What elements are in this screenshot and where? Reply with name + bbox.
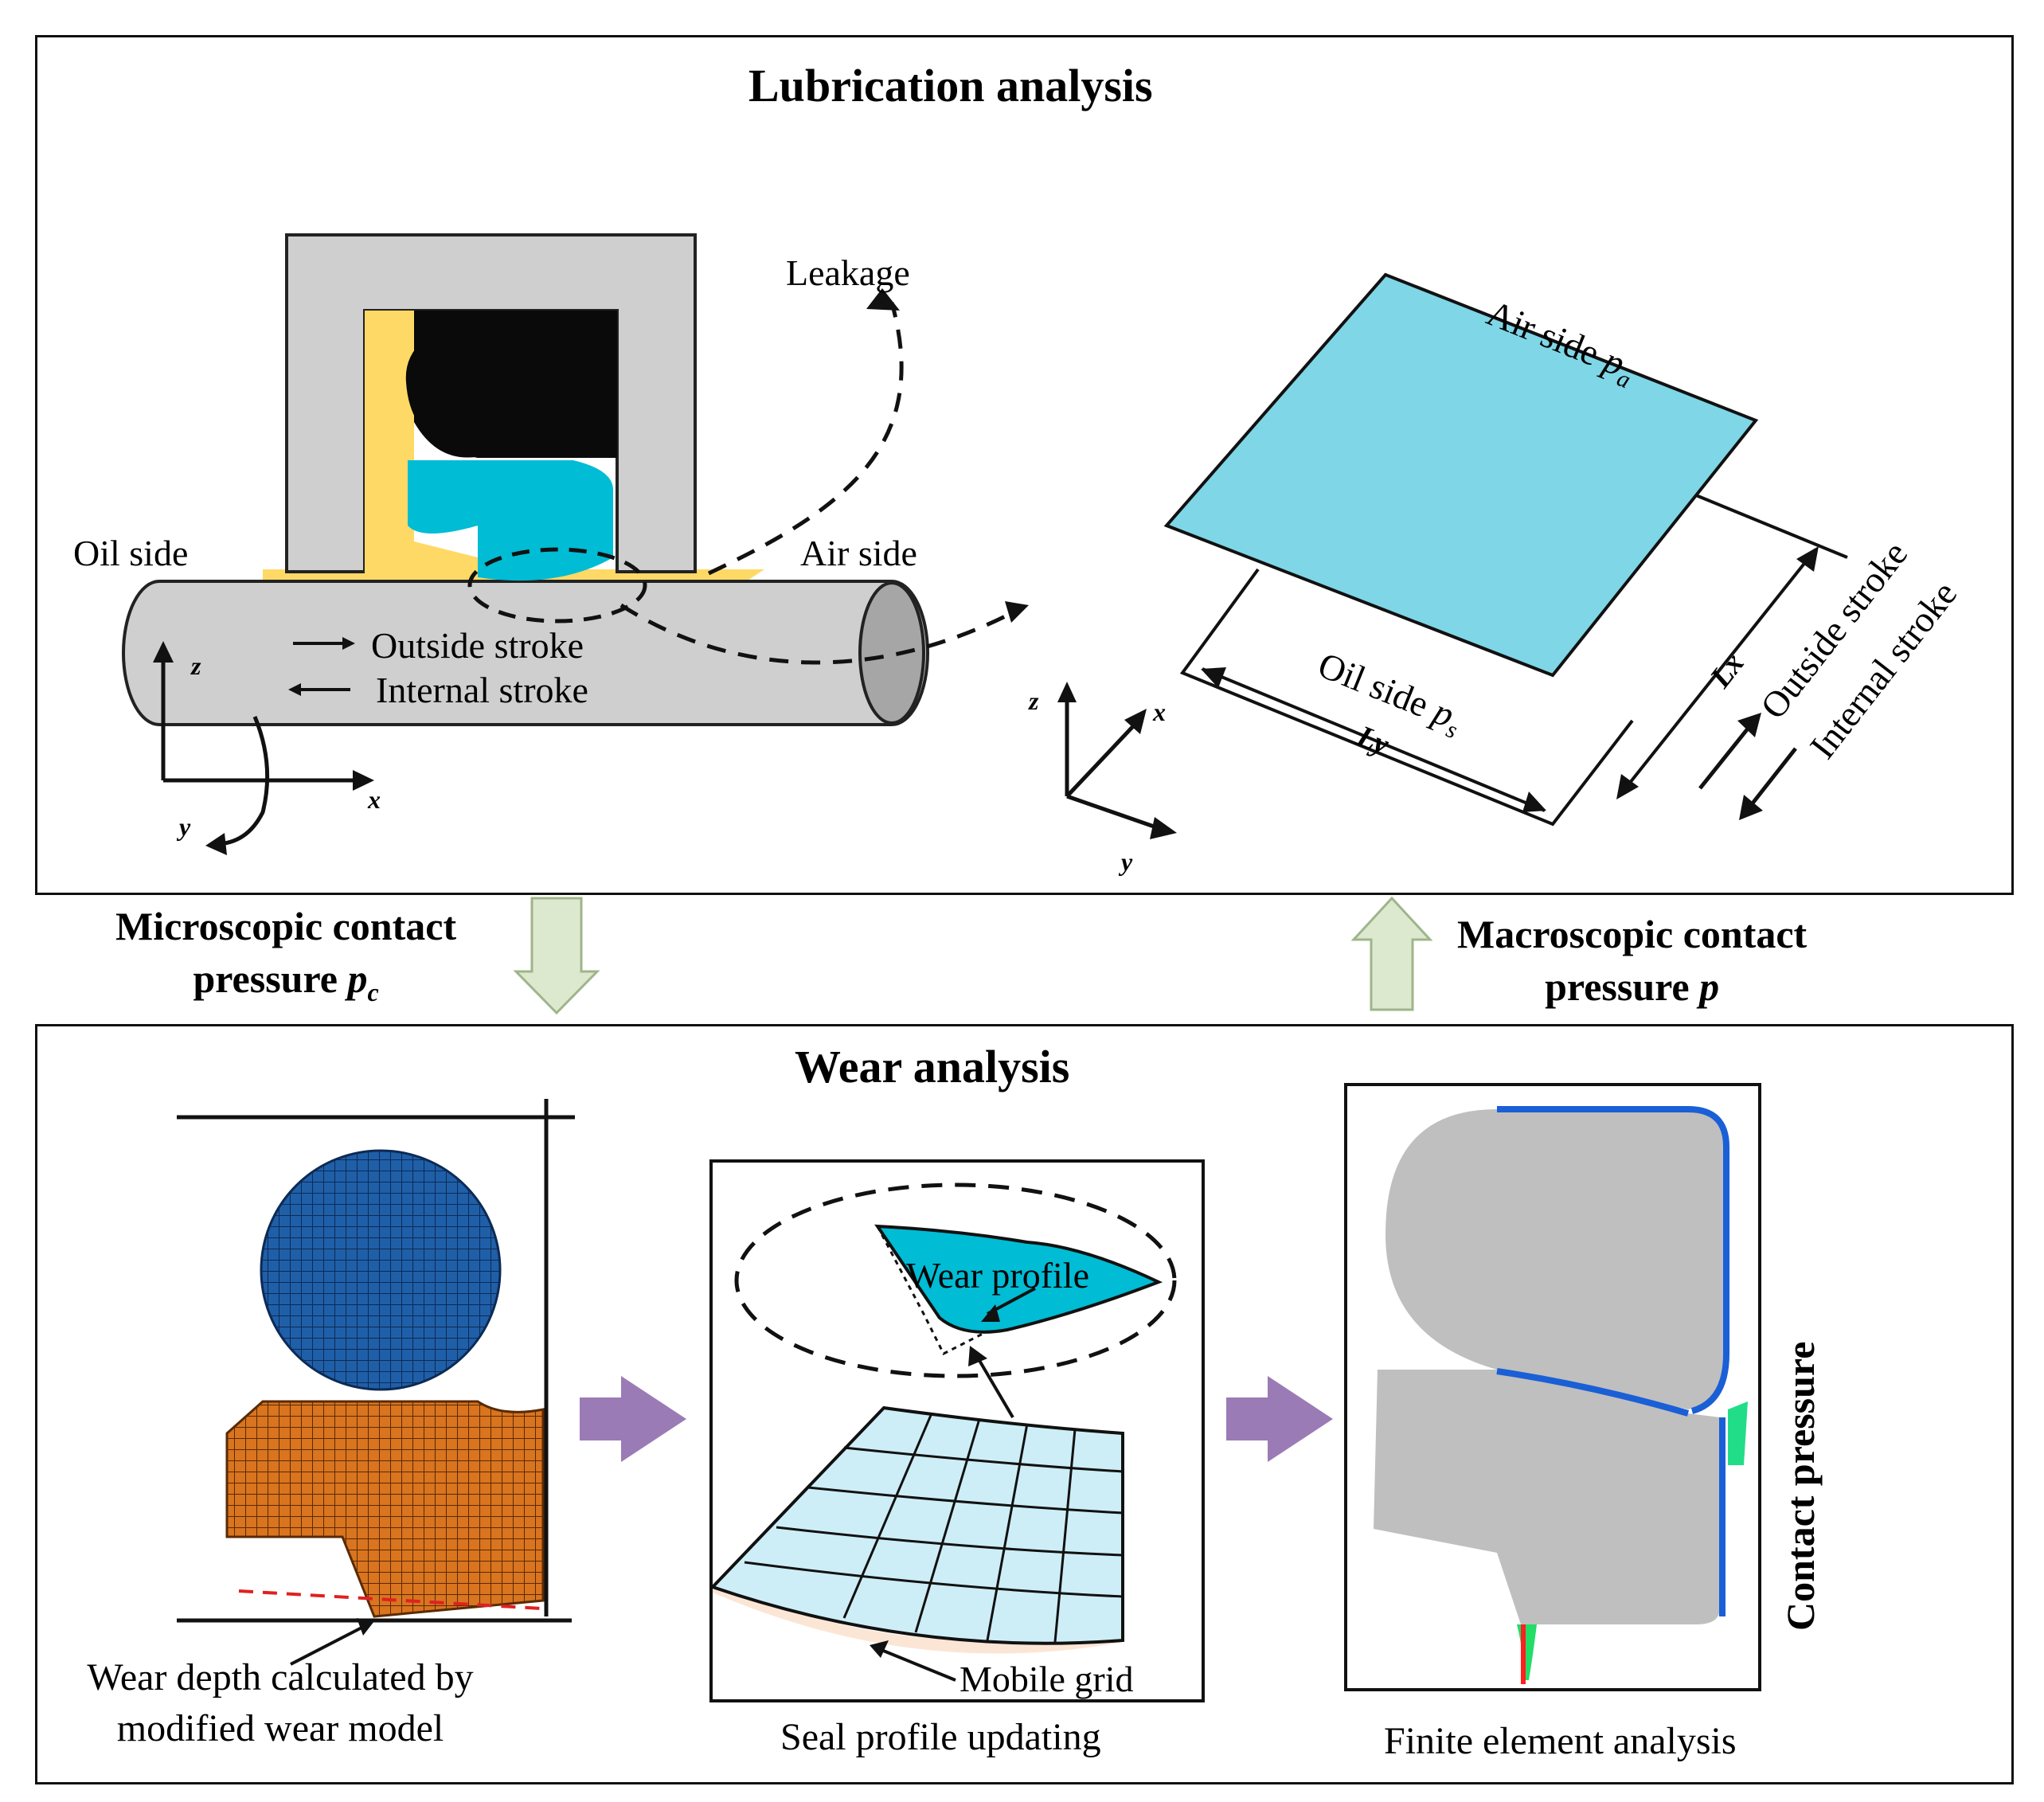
wear-line xyxy=(238,1589,542,1610)
seal-lip-mesh xyxy=(225,1400,545,1618)
leakage-arrowhead xyxy=(866,288,900,311)
lubrication-title: Lubrication analysis xyxy=(748,60,1153,111)
flow-path-right xyxy=(619,603,1021,665)
axis-y-label-right: y xyxy=(1121,847,1133,876)
axis-z-label-right: z xyxy=(1029,686,1039,715)
cyan-lip xyxy=(408,460,613,581)
mobile-grid-shadow xyxy=(713,1585,1123,1654)
leakage-label: Leakage xyxy=(786,252,910,293)
internal-stroke-arrow-right xyxy=(1750,747,1797,806)
contact-zone-ellipse xyxy=(467,547,647,623)
down-arrow-micro xyxy=(513,897,600,1015)
film-outline-lower xyxy=(1179,568,1634,827)
wear-profile-ellipse xyxy=(734,1182,1177,1378)
up-arrow-macro xyxy=(1350,896,1433,1011)
internal-stroke-label: Internal stroke xyxy=(376,670,588,710)
contact-pressure-label: Contact pressure xyxy=(1778,1341,1823,1631)
film-plane xyxy=(1163,272,1759,678)
o-ring-rounded xyxy=(405,315,617,458)
outside-stroke-arrow-right xyxy=(1698,727,1749,790)
fea-caption: Finite element analysis xyxy=(1384,1720,1737,1762)
wear-depth-pointer xyxy=(290,1623,369,1666)
axis-x-label-right: x xyxy=(1153,698,1166,726)
wear-depth-caption: Wear depth calculated by modified wear m… xyxy=(87,1656,474,1749)
mobile-grid-label: Mobile grid xyxy=(959,1659,1134,1699)
axis-y-label-left: y xyxy=(179,812,191,841)
rod-end-face xyxy=(858,581,925,725)
wear-profile-shape xyxy=(874,1224,1163,1334)
seal-profile-caption: Seal profile updating xyxy=(780,1716,1101,1758)
microscopic-pressure-label: Microscopic contact pressure pc xyxy=(115,904,457,1007)
air-side-label: Air side xyxy=(800,533,917,573)
process-arrow-2 xyxy=(1226,1376,1333,1462)
fea-oring xyxy=(1385,1109,1724,1409)
ly-dimension xyxy=(1202,667,1546,812)
seal-body xyxy=(365,311,478,573)
axis-y-right xyxy=(1066,794,1159,831)
o-ring-mesh xyxy=(260,1149,502,1391)
wear-title: Wear analysis xyxy=(795,1041,1070,1093)
axis-z-label-left: z xyxy=(191,651,201,680)
flow-arrowhead-right xyxy=(1005,601,1029,623)
axis-x-right xyxy=(1065,723,1136,798)
axis-x-label-left: x xyxy=(368,785,381,814)
wear-profile-label: Wear profile xyxy=(906,1255,1089,1296)
lx-dimension xyxy=(1619,548,1817,796)
macroscopic-pressure-label: Macroscopic contact pressure p xyxy=(1457,912,1808,1009)
process-arrow-1 xyxy=(580,1376,686,1462)
rotation-arrow xyxy=(214,716,270,846)
outside-stroke-label: Outside stroke xyxy=(371,625,584,666)
fea-seal xyxy=(1374,1370,1720,1624)
oil-side-label: Oil side xyxy=(73,533,189,573)
